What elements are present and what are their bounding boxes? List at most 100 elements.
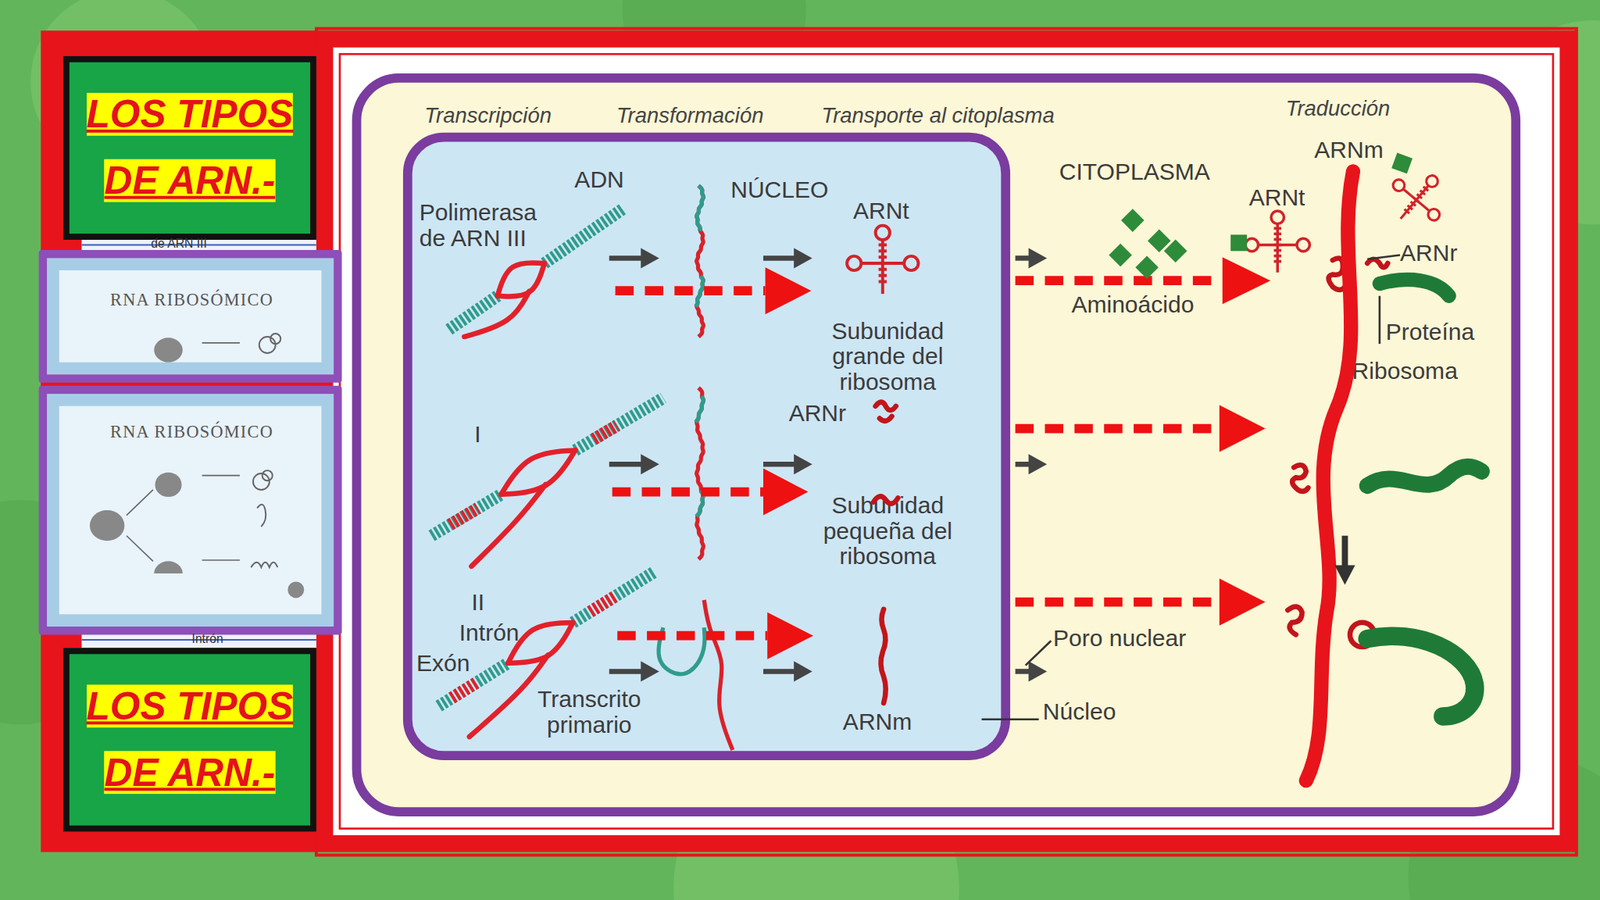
- trna-symbol: [846, 158, 1458, 294]
- node-text: NÚCLEO: [730, 176, 829, 204]
- node-text: I: [474, 420, 481, 447]
- text-holder: Proteína: [1385, 319, 1475, 345]
- dna-helix-part-part: [593, 425, 618, 440]
- thumbnail-sketch-part: [202, 559, 240, 561]
- dotted-arrow-part: [1015, 597, 1220, 608]
- node-text: LOS TIPOS DE ARN.-: [86, 92, 294, 202]
- down-arrow: [1334, 535, 1355, 586]
- dna-helix-part: [439, 571, 656, 737]
- text-holder: ADN: [574, 167, 624, 193]
- trna-symbol-part-part: [1423, 186, 1429, 191]
- text-holder: Transcripción: [424, 103, 552, 128]
- thumbnail-sketch-part: [153, 337, 183, 362]
- dna-helix-part: [431, 397, 663, 567]
- text-holder: Núcleo: [1042, 699, 1117, 725]
- node-text: Ribosoma: [1352, 357, 1458, 384]
- text-holder: ARNr: [789, 400, 847, 426]
- thumbnail-sketch-part: [257, 504, 266, 527]
- dotted-arrow-part: [615, 285, 766, 296]
- text-holder: de ARN III: [150, 237, 207, 251]
- leader-line-part: [1378, 296, 1382, 344]
- trna-symbol-part-part: [1271, 210, 1284, 224]
- trna-symbol-part-part: [878, 249, 887, 253]
- node-text: Exón: [416, 650, 470, 677]
- text-holder: Transporte al citoplasma: [821, 103, 1054, 128]
- trna-symbol-part-part: [1274, 249, 1282, 253]
- dna-helix-part-part: [507, 622, 573, 664]
- node-text: Proteína: [1385, 318, 1475, 346]
- process-arrow-part: [763, 461, 797, 468]
- dotted-arrow-part: [767, 612, 814, 660]
- leader-line-part: [1367, 255, 1400, 260]
- node-text: ARNm: [842, 707, 912, 735]
- text-holder: RNA RIBOSÓMICO: [60, 290, 322, 310]
- node-text: Núcleo: [1042, 697, 1117, 725]
- trna-symbol-part-part: [860, 261, 905, 265]
- trna-symbol-part-part: [875, 225, 890, 240]
- trna-symbol-part-part: [1425, 207, 1443, 224]
- trna-symbol-part-part: [1402, 188, 1430, 212]
- trna-symbol-part-part: [1276, 222, 1280, 272]
- dotted-arrow-part: [1219, 405, 1266, 453]
- trna-symbol-part-part: [1274, 227, 1282, 231]
- node-text: Polimerasa de ARN III: [419, 199, 537, 251]
- white-mat: [331, 46, 1561, 837]
- node-text: II: [471, 589, 485, 616]
- thumbnail-sketch-part: [253, 473, 270, 490]
- process-arrow-part: [609, 668, 643, 675]
- trna-symbol-part-part: [903, 256, 918, 271]
- node-text: ARNt: [853, 196, 910, 224]
- rna-transcript-part: [703, 600, 733, 750]
- text-holder: ARNt: [1249, 184, 1306, 210]
- rrna-symbol-part: [1367, 259, 1388, 268]
- leader-line-part: [981, 718, 1039, 722]
- rrna-symbol-part: [1292, 464, 1308, 492]
- node-text: Transcrito primario: [537, 685, 641, 738]
- node-text: Aminoácido: [1071, 290, 1194, 318]
- dna-helix-part-part: [500, 450, 575, 494]
- text-holder: Exón: [416, 650, 470, 676]
- trna-symbol-part-part: [1390, 177, 1408, 194]
- node-text: Subunidad grande del ribosoma: [831, 317, 944, 395]
- text-holder: LOS TIPOS DE ARN.-: [71, 81, 308, 214]
- dna-helix-part-part: [572, 571, 655, 623]
- rrna-symbol: [873, 257, 1388, 703]
- node-text: ARNr: [1400, 239, 1458, 267]
- thumbnail-sketch-part: [259, 336, 276, 354]
- amino-acid-part: [1230, 234, 1247, 251]
- process-arrow-part: [640, 247, 660, 268]
- dna-helix-part-part: [439, 663, 509, 707]
- process-arrow-part: [793, 660, 813, 682]
- dotted-arrow-part: [1015, 275, 1223, 286]
- thumbnail-sketch-part: [202, 475, 240, 477]
- rrna-symbol-part: [880, 609, 886, 704]
- mrna-strand: [1306, 171, 1354, 781]
- protein-chain-part: [1367, 635, 1475, 717]
- trna-symbol-part-part: [878, 261, 887, 265]
- process-arrow-part: [1028, 660, 1048, 682]
- node-text: Transporte al citoplasma: [821, 103, 1054, 127]
- amino-acid-part: [1135, 255, 1159, 279]
- rna-transcript-part: [695, 276, 704, 308]
- dotted-arrow-part: [1222, 257, 1271, 304]
- process-arrow-part: [1015, 255, 1032, 261]
- rna-transcript-part: [696, 185, 704, 337]
- fragment-label: Intrón: [192, 631, 224, 646]
- process-arrow: [609, 247, 1047, 682]
- node-text: Transcripción: [424, 103, 552, 127]
- process-arrow-part: [763, 668, 797, 675]
- text-holder: Intrón: [459, 620, 520, 646]
- dna-helix-part-part: [507, 622, 573, 664]
- trna-symbol-part-part: [1424, 173, 1441, 190]
- text-holder: Intrón: [192, 632, 224, 647]
- text-holder: ARNm: [1314, 137, 1383, 163]
- title-box: LOS TIPOS DE ARN.-: [63, 56, 317, 240]
- trna-symbol-part-part: [881, 239, 885, 295]
- dna-helix-part-part: [575, 397, 664, 450]
- text-holder: RNA RIBOSÓMICO: [60, 423, 322, 443]
